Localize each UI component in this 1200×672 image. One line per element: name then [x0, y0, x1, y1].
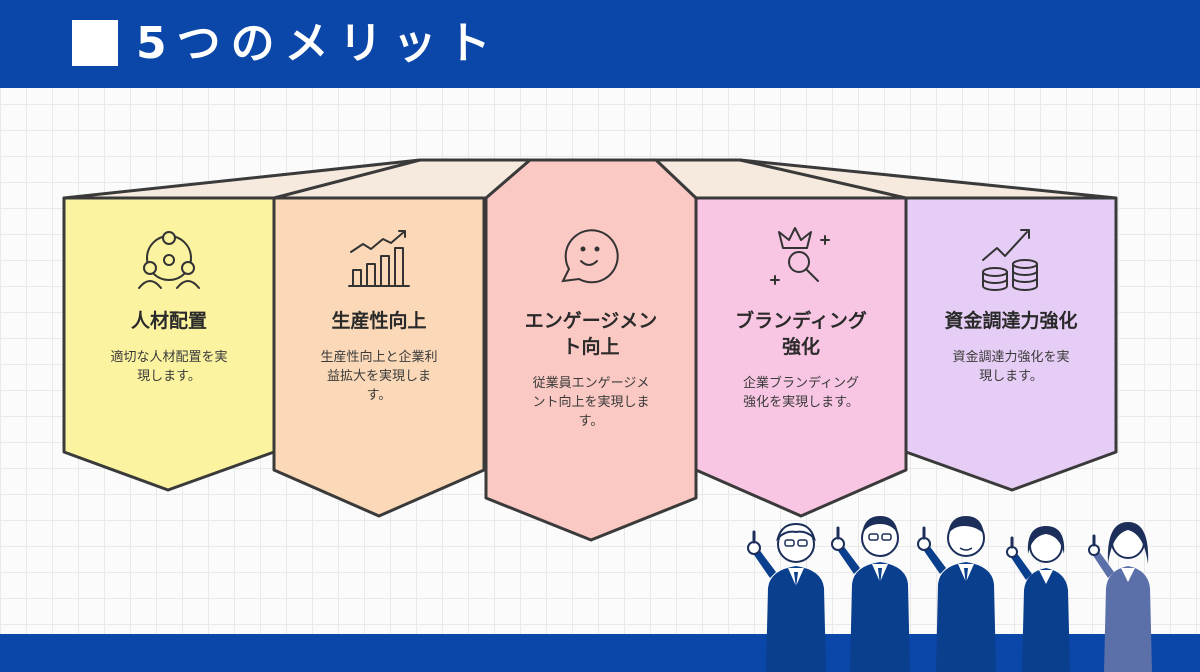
- card-2-desc-line-1: 生産性向上と企業利: [320, 350, 438, 365]
- man-glasses-figure: [831, 516, 910, 672]
- card-1-shape: [62, 196, 276, 492]
- card-5-desc-line-1: 資金調達力強化を実: [952, 350, 1070, 365]
- card-5-title: 資金調達力強化: [944, 310, 1078, 332]
- card-1: [62, 196, 276, 492]
- card-2-title: 生産性向上: [331, 310, 427, 332]
- card-4-shape: [694, 196, 908, 518]
- card-3-title: エンゲージメン ト向上: [496, 308, 686, 360]
- bar-chart-growth-icon: [348, 230, 410, 287]
- woman-long-hair-figure: [1088, 522, 1152, 672]
- card-4: [694, 196, 908, 518]
- business-people-illustration: [747, 516, 1152, 672]
- card-4-text: ブランディング 強化 企業ブランディング 強化を実現します。: [706, 308, 896, 412]
- card-3-title-line-2: ト向上: [562, 336, 620, 358]
- title-square-icon: [72, 20, 118, 66]
- card-5-desc-line-2: 現します。: [979, 369, 1043, 384]
- card-4-desc-line-1: 企業ブランディング: [742, 376, 860, 391]
- woman-short-hair-figure: [1006, 526, 1070, 672]
- card-1-desc-line-2: 現します。: [137, 369, 201, 384]
- card-1-desc-line-1: 適切な人材配置を実: [110, 350, 228, 365]
- crown-search-icon: [770, 227, 830, 285]
- card-5-text: 資金調達力強化 資金調達力強化を実 現します。: [916, 308, 1106, 386]
- card-2-shape: [272, 196, 486, 518]
- card-2-desc-line-2: 益拡大を実現しま: [326, 369, 431, 384]
- people-network-icon: [138, 231, 200, 289]
- card-2-desc: 生産性向上と企業利 益拡大を実現しま す。: [284, 348, 474, 405]
- older-man-figure: [747, 522, 826, 672]
- card-3-desc-line-3: す。: [578, 414, 604, 429]
- card-1-title: 人材配置: [130, 310, 207, 332]
- card-5: [904, 196, 1118, 492]
- card-4-title-line-2: 強化: [781, 336, 820, 358]
- roof-line-1: [273, 158, 421, 200]
- card-4-desc-line-2: 強化を実現します。: [743, 395, 859, 410]
- card-2-desc-line-3: す。: [366, 388, 392, 403]
- card-3-desc-line-1: 従業員エンゲージメ: [532, 376, 650, 391]
- header-bar: 5つのメリット: [0, 0, 1200, 88]
- coins-growth-icon: [982, 229, 1038, 291]
- card-1-desc: 適切な人材配置を実 現します。: [74, 348, 264, 386]
- roof-line-4: [739, 158, 907, 200]
- card-3-text: エンゲージメン ト向上 従業員エンゲージメ ント向上を実現しま す。: [496, 308, 686, 431]
- card-4-desc: 企業ブランディング 強化を実現します。: [706, 374, 896, 412]
- card-3-desc: 従業員エンゲージメ ント向上を実現しま す。: [496, 374, 686, 431]
- card-2-text: 生産性向上 生産性向上と企業利 益拡大を実現しま す。: [284, 308, 474, 405]
- card-2: [272, 196, 486, 518]
- young-man-figure: [917, 516, 996, 672]
- card-5-desc: 資金調達力強化を実 現します。: [916, 348, 1106, 386]
- card-3-title-line-1: エンゲージメン: [524, 310, 658, 332]
- card-1-text: 人材配置 適切な人材配置を実 現します。: [74, 308, 264, 386]
- card-4-title-line-1: ブランディング: [735, 310, 867, 332]
- page-title: 5つのメリット: [136, 18, 501, 69]
- card-5-shape: [904, 196, 1118, 492]
- smile-chat-icon: [561, 229, 619, 284]
- footer-bar: [0, 634, 1200, 672]
- card-3-desc-line-2: ント向上を実現しま: [532, 395, 650, 410]
- card-4-title: ブランディング 強化: [706, 308, 896, 360]
